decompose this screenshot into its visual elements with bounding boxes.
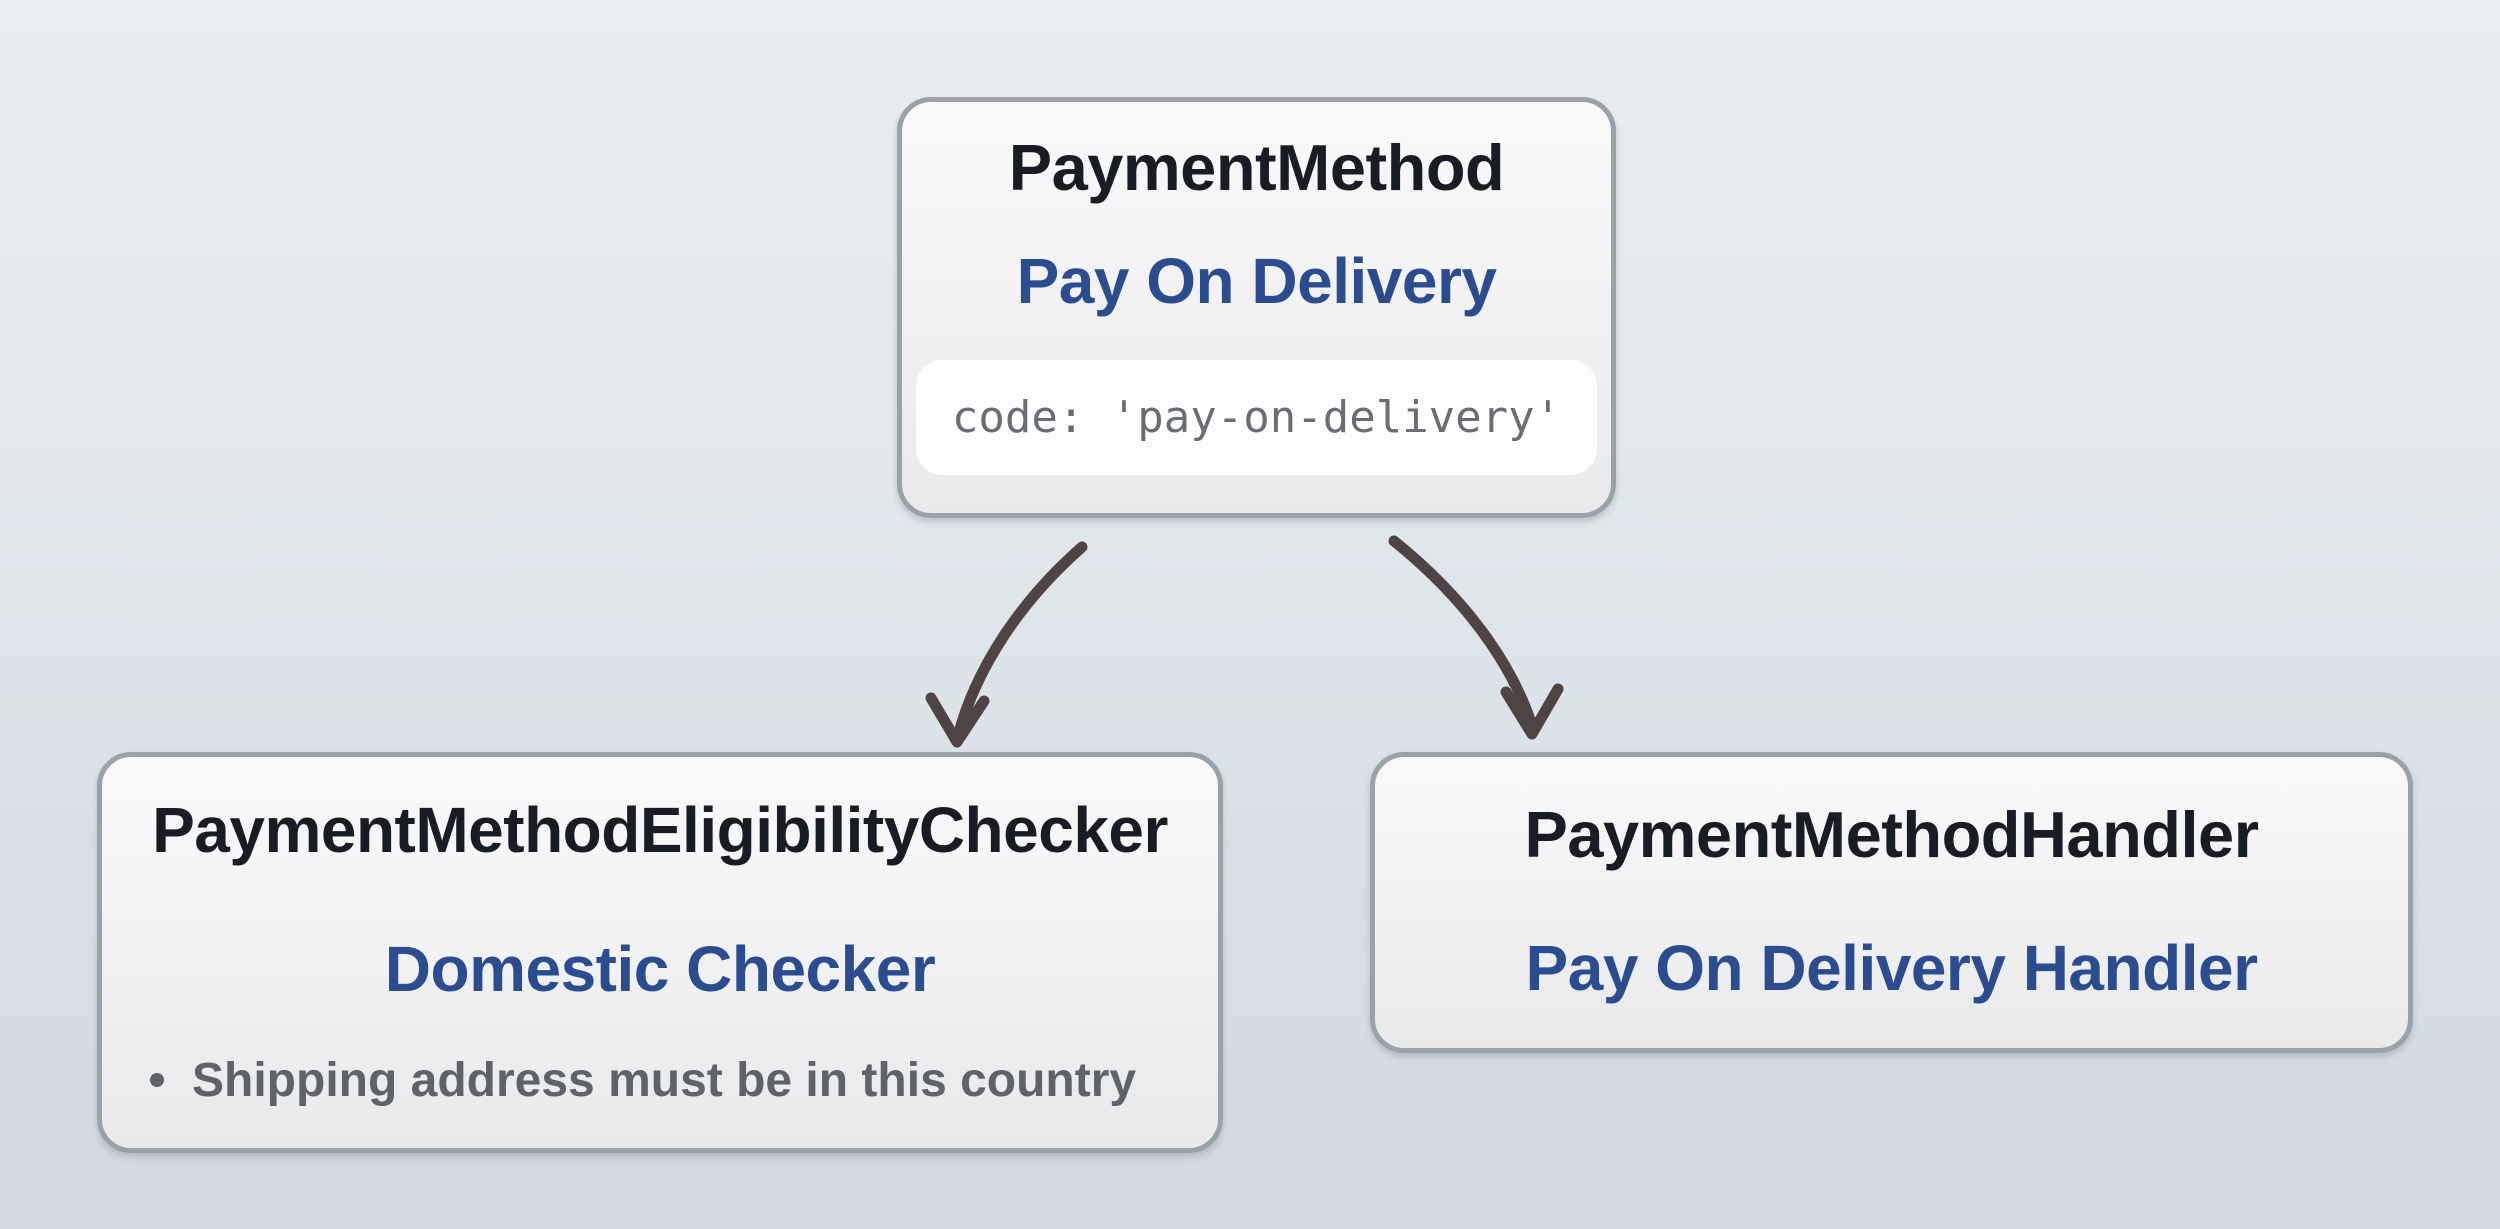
arrow-head-icon [1500,683,1564,740]
code-snippet: code: 'pay-on-delivery' [951,391,1562,443]
node-subtitle: Domestic Checker [384,933,936,1006]
arrow-to-handler [1388,535,1564,740]
bullet-dot-icon [150,1073,164,1088]
node-title: PaymentMethod [1008,131,1505,204]
node-payment-method: PaymentMethod Pay On Delivery code: 'pay… [897,97,1616,518]
node-handler: PaymentMethodHandler Pay On Delivery Han… [1370,752,2413,1053]
bullet-text: Shipping address must be in this country [192,1053,1137,1107]
arrow-head-icon [925,692,990,748]
node-title: PaymentMethodHandler [1524,798,2259,871]
node-title: PaymentMethodEligibilityChecker [152,794,1168,866]
node-eligibility-checker: PaymentMethodEligibilityChecker Domestic… [97,752,1223,1153]
node-subtitle: Pay On Delivery Handler [1525,931,2258,1004]
arrow-curve [952,541,1088,742]
node-subtitle: Pay On Delivery [1016,244,1497,317]
bullet-item: Shipping address must be in this country [102,1053,1136,1108]
code-pill: code: 'pay-on-delivery' [916,359,1597,475]
arrow-to-eligibility-checker [925,541,1088,748]
arrow-curve [1388,535,1539,735]
